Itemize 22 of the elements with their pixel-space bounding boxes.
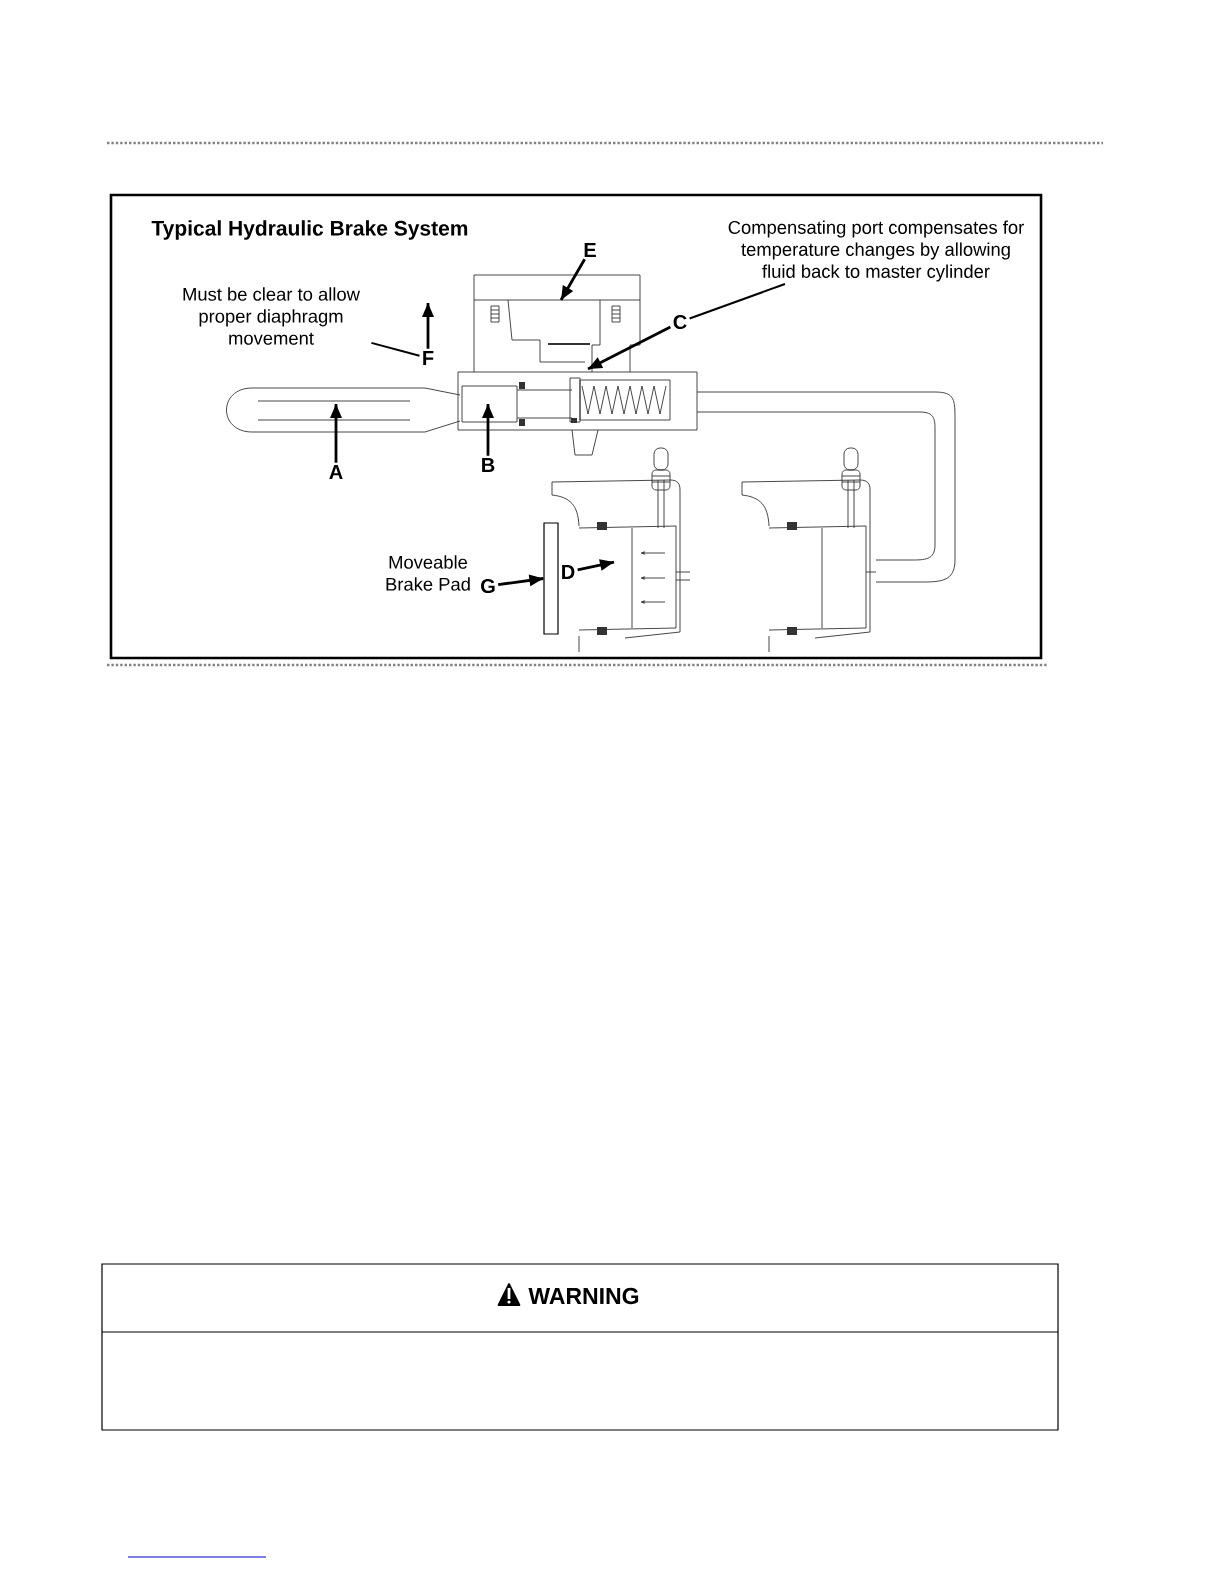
callout-letter: G xyxy=(481,578,495,594)
leader-arrow xyxy=(559,258,586,301)
callout-letter: D xyxy=(562,565,575,579)
leader-arrow xyxy=(498,574,544,587)
leader-line xyxy=(370,341,421,357)
diagram-title: Typical Hydraulic Brake System xyxy=(151,220,468,240)
leader-arrow xyxy=(482,404,494,456)
callout-letter: B xyxy=(482,458,495,472)
callout-letter: E xyxy=(584,243,596,257)
leader-arrow xyxy=(422,303,434,349)
leader-arrow xyxy=(577,559,615,572)
callout-note: Compensating port compensates for temperature changes by allowing fluid back to master cylinder xyxy=(728,220,1024,282)
callout-note: Moveable Brake Pad xyxy=(386,555,470,591)
callout-note: Must be clear to allow proper diaphragm movement xyxy=(183,287,360,345)
callout-letter: C xyxy=(673,314,687,330)
callout-letter: F xyxy=(423,351,434,365)
warning-box: WARNING xyxy=(101,1263,1059,1431)
callout-letter: A xyxy=(329,465,343,479)
leader-line xyxy=(688,283,786,320)
brake-pad xyxy=(543,522,559,635)
leader-arrow xyxy=(330,404,342,463)
leader-arrow xyxy=(587,325,671,371)
